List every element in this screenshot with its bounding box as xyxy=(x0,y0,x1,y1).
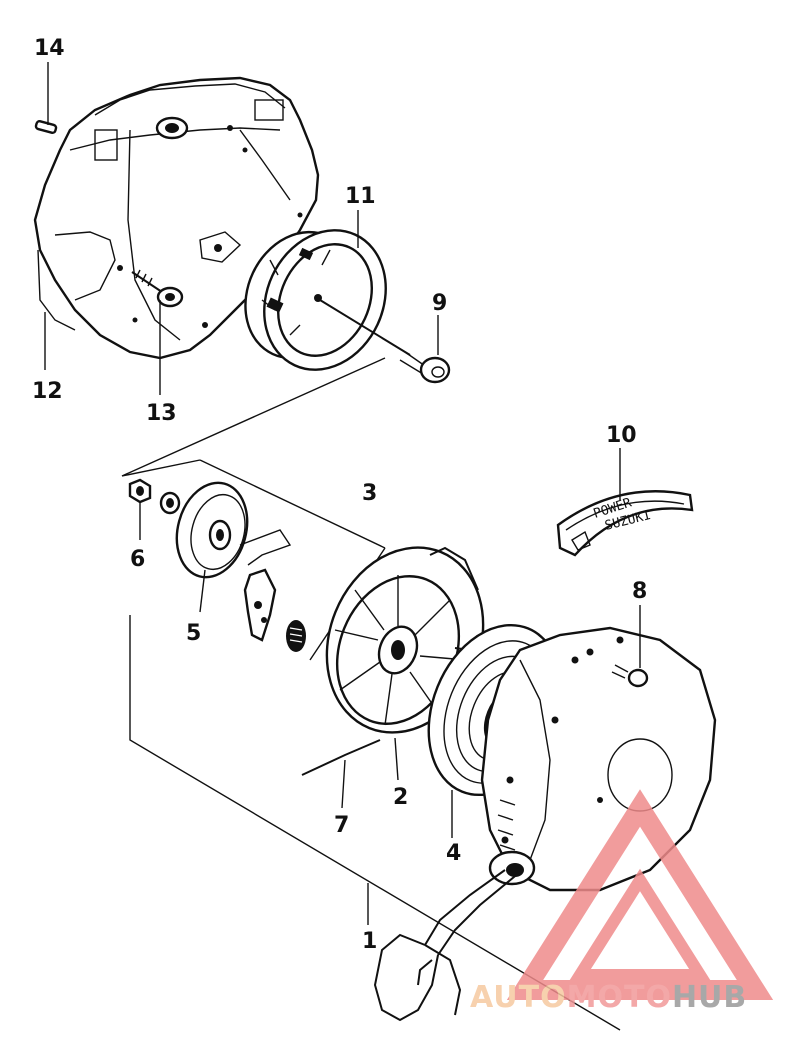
label-8: 8 xyxy=(632,579,647,604)
label-2: 2 xyxy=(393,785,408,810)
label-6: 6 xyxy=(130,547,145,572)
label-10: 10 xyxy=(606,423,637,448)
label-11: 11 xyxy=(345,184,376,209)
pawl-spring xyxy=(286,620,306,652)
suzuki-emblem: POWER SUZUKI xyxy=(556,490,694,557)
housing-bolt xyxy=(131,269,184,308)
label-1: 1 xyxy=(362,929,377,954)
label-5: 5 xyxy=(186,621,201,646)
dowel-pin xyxy=(34,120,58,134)
ratchet-guide xyxy=(175,481,292,579)
ratchet-pawl xyxy=(243,568,277,642)
case-screw xyxy=(611,664,649,688)
pull-rope xyxy=(373,869,521,1022)
label-4: 4 xyxy=(446,841,461,866)
label-3: 3 xyxy=(362,481,377,506)
nut-and-washer xyxy=(128,478,181,515)
watermark-triangle-icon xyxy=(506,789,774,1000)
starter-rope-segment xyxy=(301,739,381,776)
flange-bolt xyxy=(319,299,451,384)
automotohub-watermark: AUTOMOTOHUB xyxy=(470,789,774,1015)
leader-lines xyxy=(44,62,641,925)
watermark-auto: AUTO xyxy=(470,980,567,1015)
watermark-hub: HUB xyxy=(672,980,747,1015)
label-13: 13 xyxy=(146,401,177,426)
starter-cup xyxy=(244,229,387,371)
watermark-inner-triangle-icon xyxy=(569,868,711,981)
svg-text:AUTOMOTOHUB: AUTOMOTOHUB xyxy=(470,980,747,1015)
watermark-moto: MOTO xyxy=(567,980,672,1015)
label-9: 9 xyxy=(432,291,447,316)
starter-case xyxy=(480,626,717,892)
label-7: 7 xyxy=(334,813,349,838)
label-12: 12 xyxy=(32,379,63,404)
part-number-labels: 14 11 9 12 13 10 3 6 8 5 2 7 4 1 xyxy=(32,36,647,954)
label-14: 14 xyxy=(34,36,65,61)
